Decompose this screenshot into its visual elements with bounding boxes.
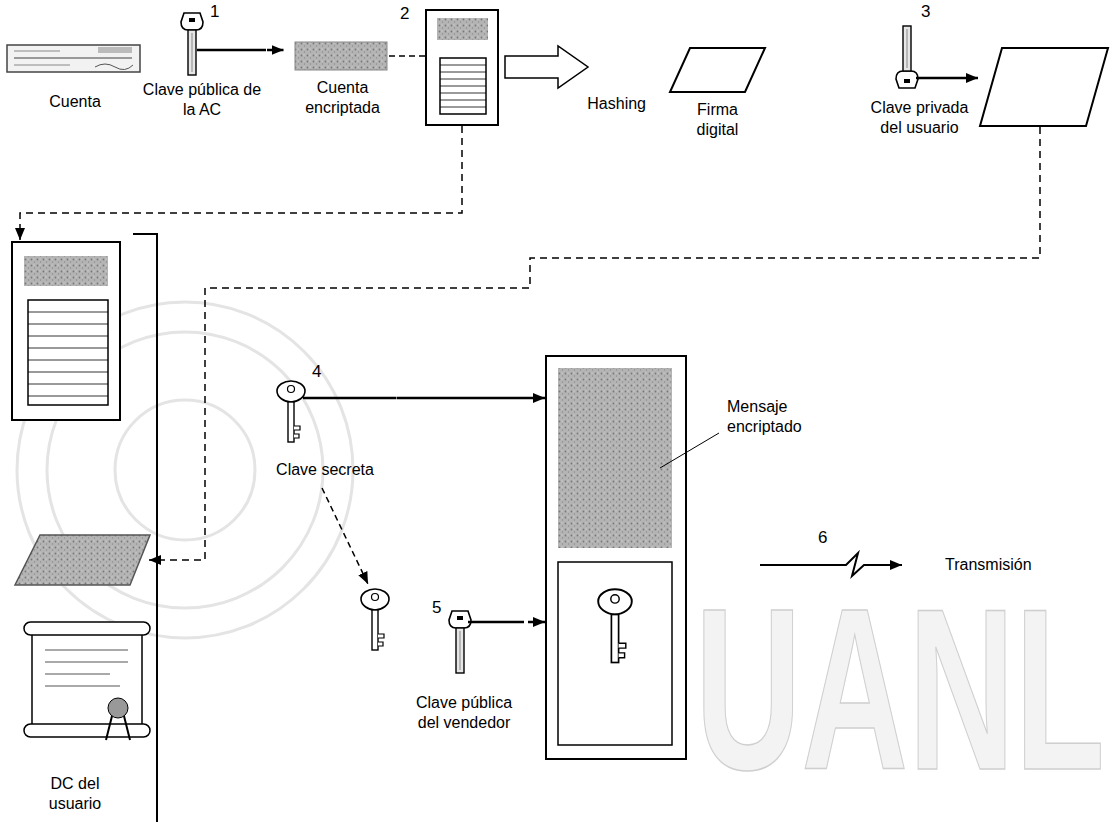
watermark: UANL <box>695 575 1105 805</box>
document-icon <box>437 18 488 40</box>
node-text: Cuenta encriptada <box>288 78 398 118</box>
check-icon <box>7 45 140 72</box>
document-icon <box>24 256 108 286</box>
dashed-arrow <box>149 127 1040 560</box>
callout-number: 3 <box>921 2 930 22</box>
key-arrow <box>303 397 396 400</box>
account-check: Cuenta <box>5 40 145 116</box>
node-text: Clave pública del vendedor <box>404 693 524 733</box>
key-arrow <box>468 621 524 624</box>
seal-watermark <box>115 400 255 540</box>
node-text: Transmisión <box>945 555 1055 575</box>
certificate-scroll <box>106 716 130 740</box>
transmission-step: Transmisión <box>755 545 1055 587</box>
document-icon <box>440 58 486 114</box>
user-bundle-panel: DC del usuario <box>5 232 162 818</box>
certificate-scroll <box>108 698 128 718</box>
certificate-scroll <box>24 622 150 740</box>
node-text: Firma digital <box>682 100 754 140</box>
key-caption: Clave pública de la AC <box>137 4 267 124</box>
hashing-arrow <box>505 46 588 88</box>
node-text: Mensaje encriptado <box>727 397 827 437</box>
signed-sheet <box>980 48 1108 126</box>
encrypted-account: Cuenta encriptada <box>284 38 402 122</box>
certificate-scroll <box>24 622 150 635</box>
document-icon <box>28 300 108 405</box>
document-icon <box>12 242 120 420</box>
callout-number: 6 <box>818 528 827 548</box>
connector-arrow <box>528 621 545 624</box>
dashed-arrow <box>322 488 368 584</box>
hashing-step: Hashing <box>500 42 650 118</box>
check-icon <box>95 64 133 70</box>
encrypted-block <box>295 42 387 70</box>
key-arrow <box>916 77 978 80</box>
callout-number: 4 <box>312 362 321 382</box>
check-icon <box>7 45 140 72</box>
check-icon <box>14 65 70 66</box>
connector-arrow <box>397 397 546 400</box>
signed-sheet <box>15 535 150 585</box>
node-text: Hashing <box>506 94 646 114</box>
node-text: DC del usuario <box>40 774 110 814</box>
key-icon <box>449 611 471 673</box>
digital-signature: Firma digital <box>660 42 775 144</box>
document-icon <box>28 312 108 396</box>
key-icon <box>598 589 632 662</box>
check-icon <box>14 57 132 59</box>
document-icon <box>426 10 498 125</box>
node-text: Clave pública de la AC <box>142 80 262 120</box>
node-text: Cuenta <box>10 92 140 112</box>
digital-envelope: Mensaje encriptado <box>545 355 687 760</box>
key-icon <box>896 26 918 88</box>
callout-number: 5 <box>432 598 441 618</box>
key-caption: Clave pública del vendedor <box>400 598 528 737</box>
document-icon <box>12 242 120 420</box>
certificate-scroll <box>45 650 128 686</box>
transmission-bolt <box>760 553 902 576</box>
document-icon <box>440 65 486 107</box>
key-compartment <box>558 562 672 745</box>
key-arrow <box>197 49 266 52</box>
key-icon <box>277 381 305 442</box>
callout-number: 1 <box>210 2 219 22</box>
encrypted-message <box>558 368 672 548</box>
key-caption: Clave secreta <box>254 362 397 484</box>
check-icon <box>14 51 60 52</box>
certificate-scroll <box>32 630 142 730</box>
connector-arrow <box>267 49 284 52</box>
certificate-scroll <box>24 724 150 737</box>
node-text: Clave privada del usuario <box>861 98 979 138</box>
key-icon <box>181 13 203 75</box>
check-icon <box>98 47 132 53</box>
key-caption: Clave privada del usuario <box>852 18 987 142</box>
key-icon <box>896 26 918 88</box>
leader-line <box>660 433 719 468</box>
node-text: Clave secreta <box>258 460 393 480</box>
key-icon <box>361 589 389 650</box>
callout-number: 2 <box>400 4 409 24</box>
dashed-arrow <box>20 126 462 240</box>
document-icon <box>426 10 498 125</box>
signature-sheet <box>670 48 765 92</box>
